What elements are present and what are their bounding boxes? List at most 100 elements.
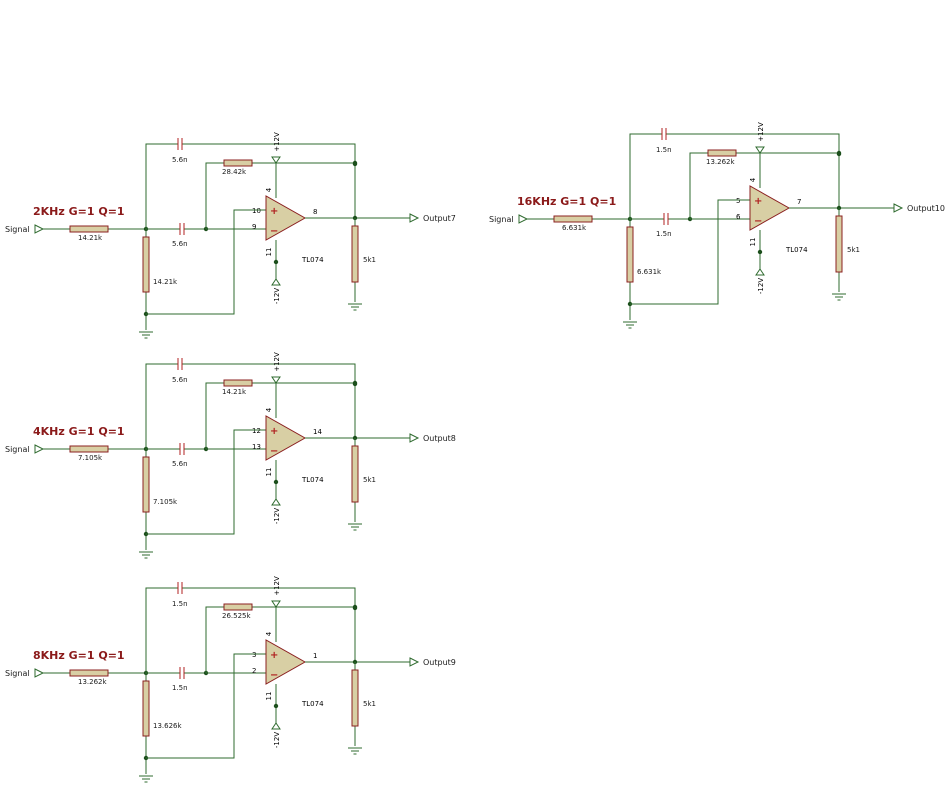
top-capacitor-value: 1.5n xyxy=(656,146,672,154)
series-capacitor[interactable] xyxy=(663,213,669,225)
vminus-arrow-icon xyxy=(755,268,765,276)
wire xyxy=(146,429,266,535)
filter-circuit-2: 4KHz G=1 Q=1Signal7.105k7.105k5.6n5.6n14… xyxy=(5,352,456,559)
shunt-resistor[interactable] xyxy=(142,680,150,737)
feedback-resistor[interactable] xyxy=(223,603,253,611)
filter-title: 8KHz G=1 Q=1 xyxy=(33,649,125,662)
vminus-arrow-icon xyxy=(271,498,281,506)
shunt-resistor-value: 6.631k xyxy=(637,268,662,276)
series-capacitor-value: 1.5n xyxy=(656,230,672,238)
top-capacitor[interactable] xyxy=(177,358,183,370)
input-resistor-value: 6.631k xyxy=(562,224,587,232)
vplus-arrow-icon xyxy=(271,376,281,384)
load-resistor-value: 5k1 xyxy=(363,256,376,264)
ground-icon xyxy=(139,775,153,783)
series-capacitor[interactable] xyxy=(179,223,185,235)
series-capacitor-value: 5.6n xyxy=(172,460,188,468)
output-arrow-icon[interactable] xyxy=(893,203,904,213)
feedback-resistor[interactable] xyxy=(707,149,737,157)
wire xyxy=(190,587,356,673)
wire xyxy=(205,382,218,449)
ground-icon xyxy=(348,303,362,311)
input-resistor[interactable] xyxy=(69,445,109,453)
top-capacitor[interactable] xyxy=(661,128,667,140)
input-resistor[interactable] xyxy=(69,669,109,677)
top-capacitor-value: 1.5n xyxy=(172,600,188,608)
opamp-pin-vplus: 4 xyxy=(265,407,273,412)
input-arrow-icon xyxy=(34,444,45,454)
signal-input-port[interactable] xyxy=(518,214,529,224)
feedback-resistor-value: 14.21k xyxy=(222,388,247,396)
load-resistor[interactable] xyxy=(835,215,843,273)
signal-input-port[interactable] xyxy=(34,224,45,234)
opamp-chip-label: TL074 xyxy=(785,246,808,254)
load-resistor[interactable] xyxy=(351,225,359,283)
junction-dot xyxy=(352,605,358,611)
opamp-pin-output: 1 xyxy=(313,652,317,660)
junction-dot xyxy=(273,703,279,709)
top-capacitor[interactable] xyxy=(177,582,183,594)
opamp-plus-sign: + xyxy=(270,426,278,437)
output-arrow-icon[interactable] xyxy=(409,433,420,443)
feedback-resistor[interactable] xyxy=(223,159,253,167)
filter-title: 16KHz G=1 Q=1 xyxy=(517,195,616,208)
output-arrow-icon[interactable] xyxy=(409,657,420,667)
shunt-resistor[interactable] xyxy=(142,236,150,293)
vplus-label: +12V xyxy=(273,576,281,596)
input-arrow-icon xyxy=(518,214,529,224)
shunt-resistor[interactable] xyxy=(626,226,634,283)
input-resistor-value: 13.262k xyxy=(78,678,107,686)
input-resistor[interactable] xyxy=(69,225,109,233)
feedback-resistor-value: 26.525k xyxy=(222,612,251,620)
input-resistor-value: 14.21k xyxy=(78,234,103,242)
opamp-pin-inverting: 12 xyxy=(252,427,261,435)
output-label: Output7 xyxy=(423,214,456,223)
opamp-pin-vplus: 4 xyxy=(749,177,757,182)
series-capacitor-value: 1.5n xyxy=(172,684,188,692)
ground-icon xyxy=(832,293,846,301)
top-capacitor[interactable] xyxy=(177,138,183,150)
input-resistor[interactable] xyxy=(553,215,593,223)
opamp-minus-sign: − xyxy=(270,670,278,681)
wire xyxy=(145,143,170,229)
feedback-resistor-value: 13.262k xyxy=(706,158,735,166)
vminus-label: -12V xyxy=(273,732,281,748)
shunt-resistor-value: 7.105k xyxy=(153,498,178,506)
vplus-arrow-icon xyxy=(755,146,765,154)
wire xyxy=(689,152,702,219)
load-resistor[interactable] xyxy=(351,669,359,727)
opamp-pin-output: 8 xyxy=(313,208,317,216)
vplus-label: +12V xyxy=(273,132,281,152)
ground-icon xyxy=(348,523,362,531)
junction-dot xyxy=(352,381,358,387)
opamp-tl074[interactable] xyxy=(265,639,307,685)
opamp-pin-noninverting: 2 xyxy=(252,667,256,675)
feedback-resistor[interactable] xyxy=(223,379,253,387)
opamp-tl074[interactable] xyxy=(265,415,307,461)
signal-input-label: Signal xyxy=(5,669,30,678)
junction-dot xyxy=(836,151,842,157)
series-capacitor[interactable] xyxy=(179,443,185,455)
wire xyxy=(145,363,170,449)
output-arrow-icon[interactable] xyxy=(409,213,420,223)
junction-dot xyxy=(352,161,358,167)
opamp-pin-noninverting: 13 xyxy=(252,443,261,451)
series-capacitor[interactable] xyxy=(179,667,185,679)
opamp-tl074[interactable] xyxy=(749,185,791,231)
top-capacitor-value: 5.6n xyxy=(172,376,188,384)
vplus-arrow-icon xyxy=(271,156,281,164)
opamp-tl074[interactable] xyxy=(265,195,307,241)
opamp-plus-sign: + xyxy=(754,196,762,207)
load-resistor[interactable] xyxy=(351,445,359,503)
signal-input-port[interactable] xyxy=(34,444,45,454)
feedback-resistor-value: 28.42k xyxy=(222,168,247,176)
shunt-resistor-value: 14.21k xyxy=(153,278,178,286)
shunt-resistor[interactable] xyxy=(142,456,150,513)
signal-input-label: Signal xyxy=(5,445,30,454)
opamp-pin-inverting: 5 xyxy=(736,197,740,205)
top-capacitor-value: 5.6n xyxy=(172,156,188,164)
load-resistor-value: 5k1 xyxy=(363,700,376,708)
signal-input-port[interactable] xyxy=(34,668,45,678)
wire xyxy=(145,587,170,673)
opamp-pin-vminus: 11 xyxy=(265,692,273,701)
